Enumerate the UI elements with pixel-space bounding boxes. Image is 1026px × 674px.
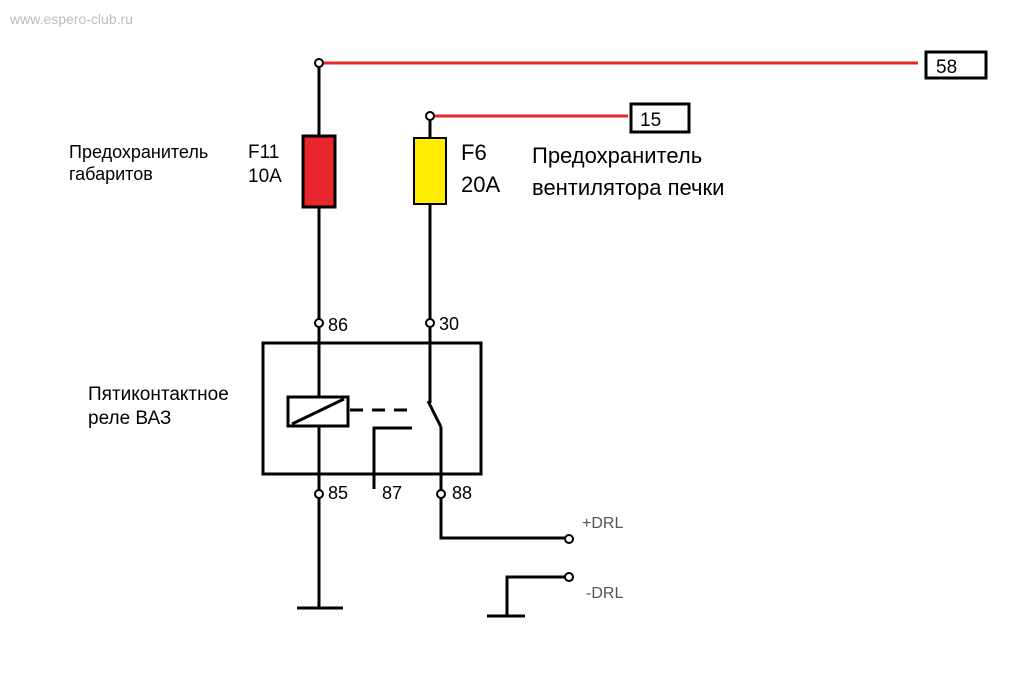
relay-desc-line2: реле ВАЗ xyxy=(88,408,171,429)
terminal-15-node xyxy=(425,111,435,121)
relay-contact-87 xyxy=(372,426,412,489)
fuse-f11-rating: 10A xyxy=(248,166,282,187)
watermark: www.espero-club.ru xyxy=(9,11,133,27)
terminal-30 xyxy=(425,318,435,328)
fuse-f6-desc-line1: Предохранитель xyxy=(532,143,702,168)
pin-30-label: 30 xyxy=(439,314,459,334)
relay-coil-diagonal xyxy=(291,397,345,426)
bus-58-box xyxy=(924,50,988,80)
bus-15-label: 15 xyxy=(640,110,661,131)
fuse-f11-desc-line2: габаритов xyxy=(69,164,153,184)
fuse-f11-id: F11 xyxy=(248,142,279,163)
terminal-58-node xyxy=(314,58,324,68)
relay-desc-line1: Пятиконтактное xyxy=(88,384,229,405)
fuse-f6-rating: 20A xyxy=(461,172,500,197)
fuse-f6 xyxy=(413,137,447,205)
pin-88-label: 88 xyxy=(452,483,472,503)
terminal-88 xyxy=(436,489,446,499)
terminal-plus-drl xyxy=(564,534,574,544)
bus-58-label: 58 xyxy=(936,57,957,78)
fuse-f11 xyxy=(301,134,337,209)
minus-drl-label: -DRL xyxy=(586,585,623,602)
terminal-minus-drl xyxy=(564,572,574,582)
relay-body xyxy=(261,341,483,476)
relay-switch-blade xyxy=(426,400,443,428)
fuse-f11-desc-line1: Предохранитель xyxy=(69,142,208,162)
pin-85-label: 85 xyxy=(328,483,348,503)
wire-minus-drl-to-ground xyxy=(505,575,566,616)
bus-15-box xyxy=(629,102,691,134)
fuse-f6-desc-line2: вентилятора печки xyxy=(532,175,724,200)
fuse-f6-id: F6 xyxy=(461,140,487,165)
wire-88-to-plus-drl xyxy=(439,497,566,540)
terminal-85 xyxy=(314,489,324,499)
terminal-86 xyxy=(314,318,324,328)
pin-87-label: 87 xyxy=(382,483,402,503)
pin-86-label: 86 xyxy=(328,315,348,335)
plus-drl-label: +DRL xyxy=(582,515,623,532)
